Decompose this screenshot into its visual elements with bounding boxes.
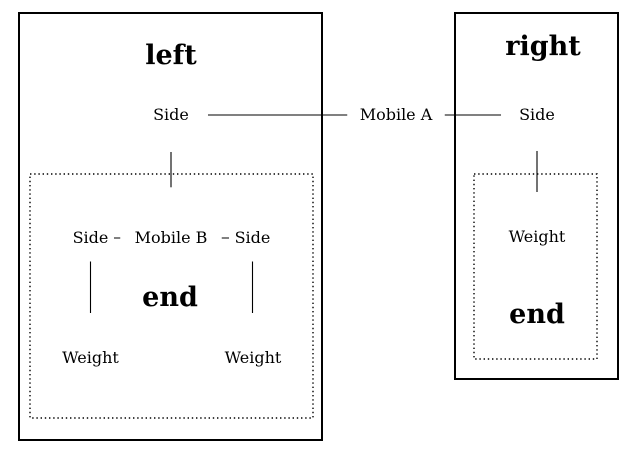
weight-node-left (46, 313, 135, 403)
side-node-left-top (134, 78, 208, 152)
left-end-title: end (142, 282, 198, 313)
mobile-a-label: Mobile A (360, 105, 433, 124)
right-end-title: end (509, 299, 565, 330)
weight-node-middle (208, 313, 298, 403)
side-right-label: Side (519, 105, 555, 124)
weight-middle-label: Weight (225, 348, 282, 367)
mobile-a-diamond (347, 63, 445, 168)
mobile-b-label: Mobile B (135, 228, 208, 247)
right-box-title: right (505, 31, 581, 62)
weight-node-right (492, 192, 582, 282)
side-node-inner-left (67, 214, 114, 262)
left-box-title: left (145, 40, 197, 71)
weight-left-label: Weight (62, 348, 119, 367)
side-left-top-label: Side (153, 105, 189, 124)
mobile-b-diamond (120, 187, 222, 288)
left-box (18, 12, 323, 441)
side-inner-right-label: Side (235, 228, 271, 247)
side-inner-left-label: Side (73, 228, 109, 247)
side-node-right (501, 79, 573, 151)
weight-right-label: Weight (509, 227, 566, 246)
side-node-inner-right (229, 214, 276, 262)
left-end-dotted-box (29, 173, 314, 419)
right-box (454, 12, 619, 380)
right-end-dotted-box (473, 173, 598, 360)
